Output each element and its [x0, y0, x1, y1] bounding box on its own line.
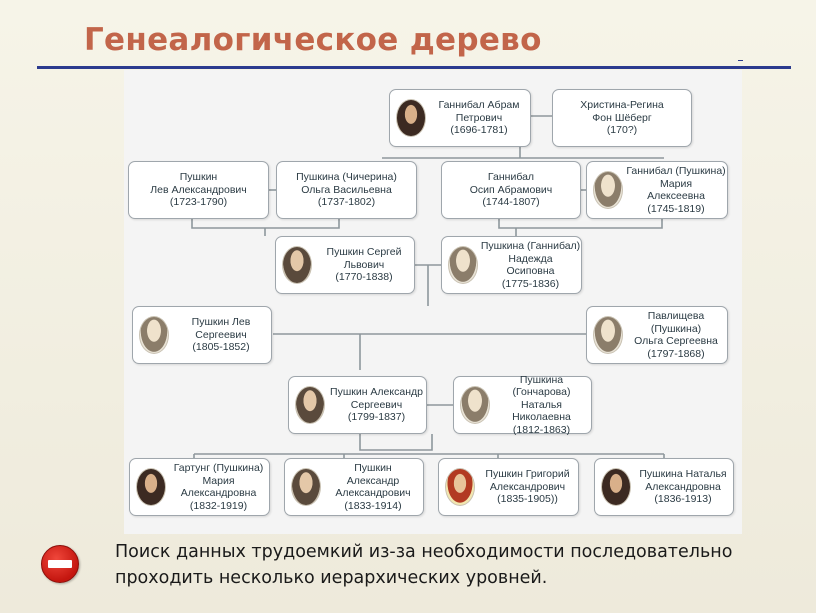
- connector-lev-olga-to-sergey: [191, 218, 340, 236]
- slide-title: Генеалогическое дерево: [84, 22, 542, 58]
- portrait-icon: [593, 316, 623, 354]
- node-years: (1812-1863): [512, 423, 571, 436]
- no-entry-icon: [41, 545, 79, 583]
- connector-alexander-natalia-down: [359, 434, 433, 451]
- node-pushkina-natalia-a: Пушкина Наталья Александровна (1836-1913…: [594, 458, 734, 516]
- node-name: Пушкин Григорий Александрович: [485, 468, 570, 493]
- node-years: (1696-1781): [450, 124, 508, 137]
- node-pushkina-nadezhda: Пушкина (Ганнибал) Надежда Осиповна (177…: [441, 236, 582, 294]
- node-name: Пушкин Александр Александрович: [335, 462, 411, 499]
- node-hannibal-maria: Ганнибал (Пушкина) Мария Алексеевна (174…: [586, 161, 728, 219]
- node-name: Пушкина Наталья Александровна: [639, 468, 727, 493]
- portrait-icon: [139, 316, 169, 354]
- node-years: (1745-1819): [647, 202, 705, 215]
- node-name: Пушкин Александр Сергеевич: [330, 386, 423, 411]
- node-pushkin-lev-s: Пушкин Лев Сергеевич (1805-1852): [132, 306, 272, 364]
- node-name: Пушкина (Ганнибал) Надежда Осиповна: [480, 240, 581, 277]
- node-name: Христина-Регина Фон Шёберг: [580, 99, 664, 124]
- node-hannibal-osip: Ганнибал Осип Абрамович (1744-1807): [441, 161, 581, 219]
- node-years: (1775-1836): [501, 277, 560, 290]
- underline-tick: [738, 60, 743, 61]
- node-name: Пушкина (Гончарова) Наталья Николаевна: [512, 373, 571, 424]
- portrait-icon: [136, 468, 166, 506]
- node-years: (1836-1913): [654, 493, 712, 506]
- node-pushkin-lev-a: Пушкин Лев Александрович (1723-1790): [128, 161, 269, 219]
- connector-osip-maria-to-nadezhda: [498, 218, 663, 236]
- node-pushkina-natalia-n: Пушкина (Гончарова) Наталья Николаевна (…: [453, 373, 592, 436]
- node-name: Ганнибал Абрам Петрович: [438, 99, 520, 124]
- node-years: (170?): [606, 124, 638, 137]
- node-years: (1797-1868): [647, 347, 705, 360]
- node-pushkin-alexander-s: Пушкин Александр Сергеевич (1799-1837): [288, 376, 427, 434]
- node-pushkin-sergey: Пушкин Сергей Львович (1770-1838): [275, 236, 415, 294]
- node-pushkina-olga-v: Пушкина (Чичерина) Ольга Васильевна (173…: [276, 161, 417, 219]
- portrait-icon: [445, 468, 475, 506]
- portrait-icon: [601, 468, 631, 506]
- node-years: (1832-1919): [189, 499, 248, 512]
- portrait-icon: [291, 468, 321, 506]
- portrait-icon: [396, 99, 426, 137]
- node-years: (1723-1790): [169, 196, 228, 209]
- node-name: Пушкин Лев Сергеевич: [191, 316, 251, 341]
- node-name: Пушкин Сергей Львович: [326, 246, 402, 271]
- note-text: Поиск данных трудоемкий из-за необходимо…: [115, 542, 733, 588]
- node-gartung-maria: Гартунг (Пушкина) Мария Александровна (1…: [129, 458, 270, 516]
- node-years: (1833-1914): [344, 499, 402, 512]
- portrait-icon: [460, 386, 490, 424]
- node-years: (1744-1807): [482, 196, 540, 209]
- portrait-icon: [282, 246, 312, 284]
- portrait-icon: [295, 386, 325, 424]
- node-name: Пушкина (Чичерина) Ольга Васильевна: [296, 171, 397, 196]
- tree-connectors: [191, 115, 665, 460]
- node-name: Ганнибал Осип Абрамович: [469, 171, 553, 196]
- node-pushkin-alexander-a: Пушкин Александр Александрович (1833-191…: [284, 458, 424, 516]
- family-tree-diagram: Ганнибал Абрам Петрович (1696-1781) Хрис…: [124, 70, 742, 534]
- node-name: Пушкин Лев Александрович: [150, 171, 247, 196]
- node-years: (1737-1802): [317, 196, 376, 209]
- node-name: Павлищева (Пушкина) Ольга Сергеевна: [634, 310, 718, 347]
- connector-abram-children: [382, 147, 664, 159]
- title-underline: [37, 66, 791, 69]
- node-years: (1835-1905)): [497, 493, 558, 506]
- node-pavlishcheva-olga: Павлищева (Пушкина) Ольга Сергеевна (179…: [586, 306, 728, 364]
- node-christina: Христина-Регина Фон Шёберг (170?): [552, 89, 692, 147]
- connector-children-drops: [193, 454, 665, 460]
- node-years: (1799-1837): [347, 411, 406, 424]
- portrait-icon: [593, 171, 623, 209]
- node-name: Ганнибал (Пушкина) Мария Алексеевна: [626, 165, 726, 202]
- node-pushkin-grigory: Пушкин Григорий Александрович (1835-1905…: [438, 458, 579, 516]
- node-name: Гартунг (Пушкина) Мария Александровна: [173, 462, 264, 499]
- portrait-icon: [448, 246, 478, 284]
- node-years: (1770-1838): [335, 271, 393, 284]
- node-years: (1805-1852): [192, 341, 250, 354]
- node-hannibal-abram: Ганнибал Абрам Петрович (1696-1781): [389, 89, 531, 147]
